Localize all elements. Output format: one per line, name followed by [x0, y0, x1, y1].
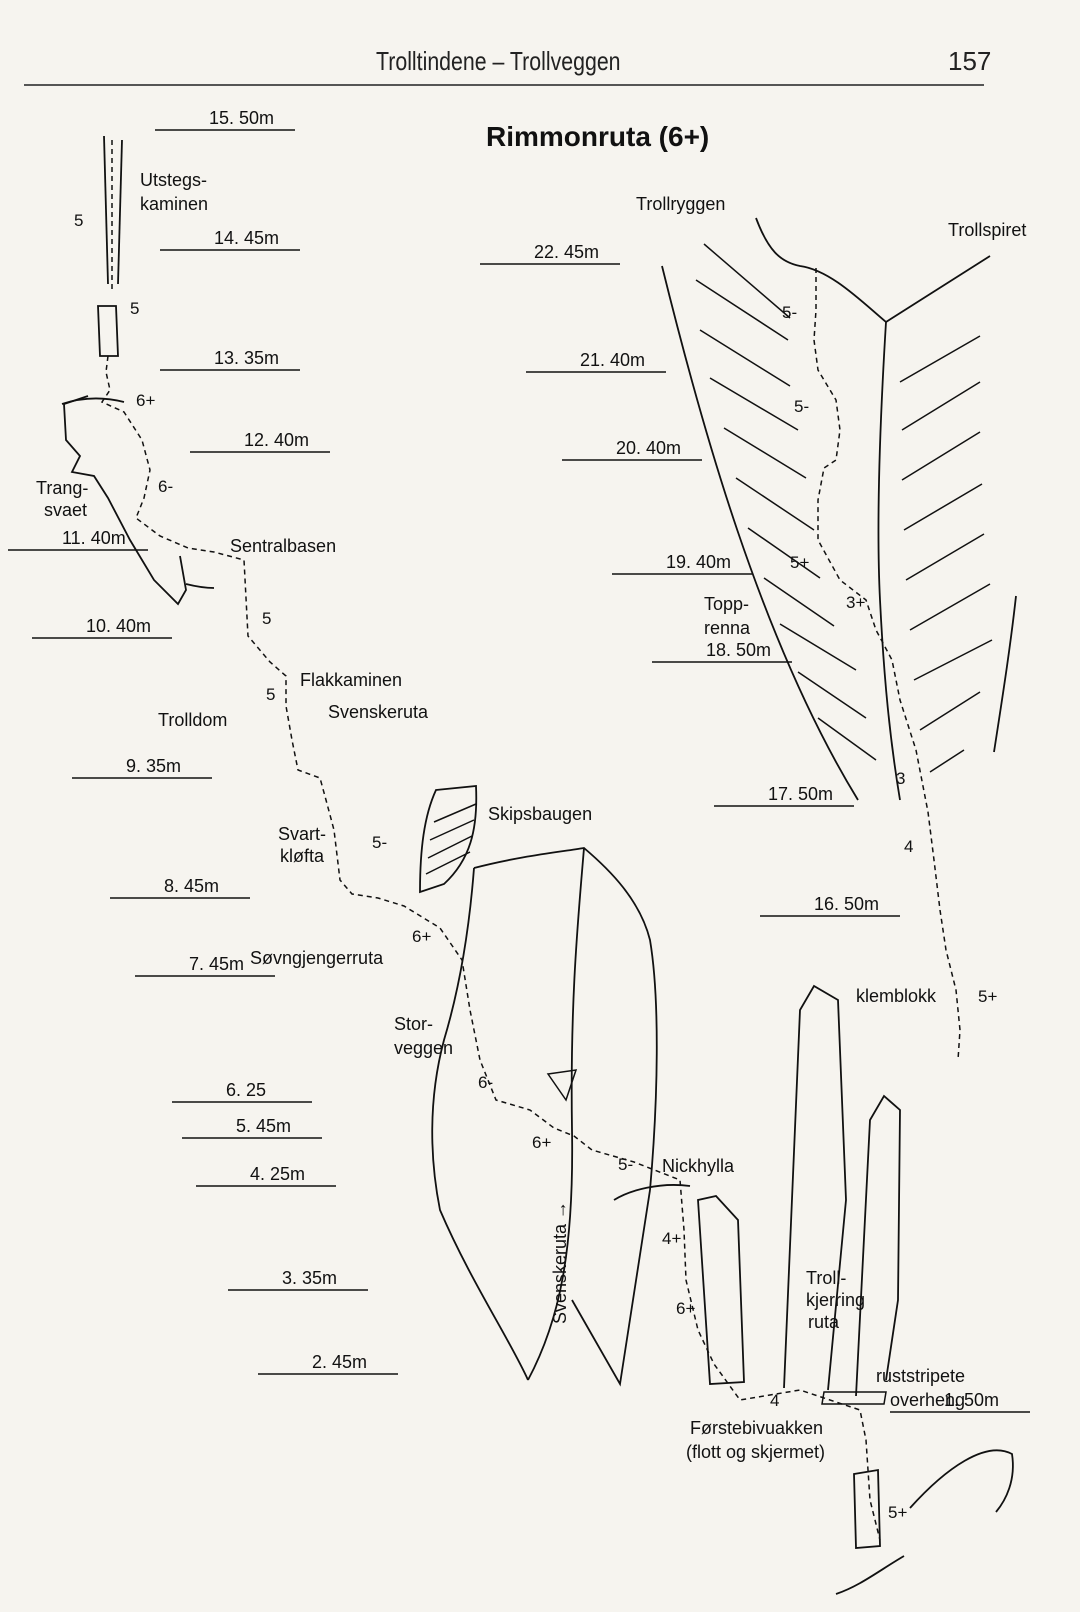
storveggen-outline: [419, 785, 658, 1387]
feature-label: klemblokk: [856, 986, 937, 1006]
grade-label: 5-: [782, 303, 797, 322]
feature-label: ruta: [808, 1312, 840, 1332]
feature-label: kaminen: [140, 194, 208, 214]
pitch-label: 11. 40m: [62, 528, 126, 548]
grade-label: 5: [74, 211, 83, 230]
grade-label: 4+: [662, 1229, 681, 1248]
grade-label: 6+: [676, 1299, 695, 1318]
pitch-label: 18. 50m: [706, 640, 771, 660]
pitch-label: 9. 35m: [126, 756, 181, 776]
feature-label: Nickhylla: [662, 1156, 735, 1176]
pitch-label: 6. 25: [226, 1080, 266, 1100]
grade-label: 5: [266, 685, 275, 704]
route-title: Rimmonruta (6+): [486, 121, 709, 152]
skipsbaugen-hatching: [425, 803, 477, 875]
feature-label: Søvngjengerruta: [250, 948, 384, 968]
feature-label: overheng: [890, 1390, 965, 1410]
feature-label: veggen: [394, 1038, 453, 1058]
pitch-label: 19. 40m: [666, 552, 731, 572]
pitch-label: 7. 45m: [189, 954, 244, 974]
feature-label: Flakkaminen: [300, 670, 402, 690]
feature-label: svaet: [44, 500, 87, 520]
grade-label: 6-: [478, 1073, 493, 1092]
section-header: Trolltindene – Trollveggen: [376, 46, 621, 76]
grade-label: 5-: [618, 1155, 633, 1174]
feature-label: kjerring: [806, 1290, 865, 1310]
lower-pillars-outline: [613, 984, 1014, 1595]
grade-label: 5+: [978, 987, 997, 1006]
pitch-label: 22. 45m: [534, 242, 599, 262]
route-line-upper-right: [813, 268, 961, 1061]
route-line-upper-left: [100, 140, 881, 1541]
pitch-label: 14. 45m: [214, 228, 279, 248]
pitch-label: 4. 25m: [250, 1164, 305, 1184]
pitch-label: 1. 50m: [944, 1390, 999, 1410]
pitch-label: 20. 40m: [616, 438, 681, 458]
left-pillar-outline: [61, 135, 215, 606]
feature-label: Stor-: [394, 1014, 433, 1034]
grade-label: 3+: [846, 593, 865, 612]
feature-label: Førstebivuakken: [690, 1418, 823, 1438]
feature-label: (flott og skjermet): [686, 1442, 825, 1462]
feature-label: Troll-: [806, 1268, 846, 1288]
feature-label: Topp-: [704, 594, 749, 614]
feature-label: renna: [704, 618, 751, 638]
grade-label: 6+: [532, 1133, 551, 1152]
pitch-label: 8. 45m: [164, 876, 219, 896]
grade-label: 5-: [794, 397, 809, 416]
grade-label: 4: [904, 837, 913, 856]
feature-label: Trollspiret: [948, 220, 1026, 240]
grade-label: 5: [130, 299, 139, 318]
grade-label: 5+: [888, 1503, 907, 1522]
upper-face-hatching: [695, 243, 993, 773]
page-number: 157: [948, 46, 992, 76]
header-rule: [24, 84, 984, 86]
grade-label: 4: [770, 1391, 779, 1410]
upper-face-outline: [661, 217, 1017, 801]
feature-label: kløfta: [280, 846, 325, 866]
pitch-label: 10. 40m: [86, 616, 151, 636]
pitch-label: 15. 50m: [209, 108, 274, 128]
pitch-label: 3. 35m: [282, 1268, 337, 1288]
pitch-label: 2. 45m: [312, 1352, 367, 1372]
grade-label: 5: [262, 609, 271, 628]
feature-label: Trang-: [36, 478, 88, 498]
pitch-label: 17. 50m: [768, 784, 833, 804]
pitch-label: 12. 40m: [244, 430, 309, 450]
pitch-label: 5. 45m: [236, 1116, 291, 1136]
pitch-label: 21. 40m: [580, 350, 645, 370]
svenskeruta-vertical-label: Svenskeruta →: [550, 1201, 570, 1324]
grade-label: 5-: [372, 833, 387, 852]
grade-label: 6+: [136, 391, 155, 410]
feature-label: Skipsbaugen: [488, 804, 592, 824]
pitch-label: 16. 50m: [814, 894, 879, 914]
grade-label: 5+: [790, 553, 809, 572]
grade-label: 3: [896, 769, 905, 788]
feature-label: Trollryggen: [636, 194, 725, 214]
grade-labels: 5 5 6+ 6- 5 5 5- 6+ 6- 6+ 5- 4+ 6+ 4 5+ 5- 5- 5+ 3+ 3 4 5+: [74, 211, 997, 1522]
feature-label: Utstegs-: [140, 170, 207, 190]
feature-label: Trolldom: [158, 710, 227, 730]
grade-label: 6+: [412, 927, 431, 946]
pitch-labels: 15. 50m 14. 45m 13. 35m 12. 40m 11. 40m 10. 4…: [8, 108, 1030, 1413]
pitch-label: 13. 35m: [214, 348, 279, 368]
feature-label: ruststripete: [876, 1366, 965, 1386]
feature-label: Svart-: [278, 824, 326, 844]
grade-label: 6-: [158, 477, 173, 496]
feature-label: Svenskeruta: [328, 702, 429, 722]
feature-label: Sentralbasen: [230, 536, 336, 556]
